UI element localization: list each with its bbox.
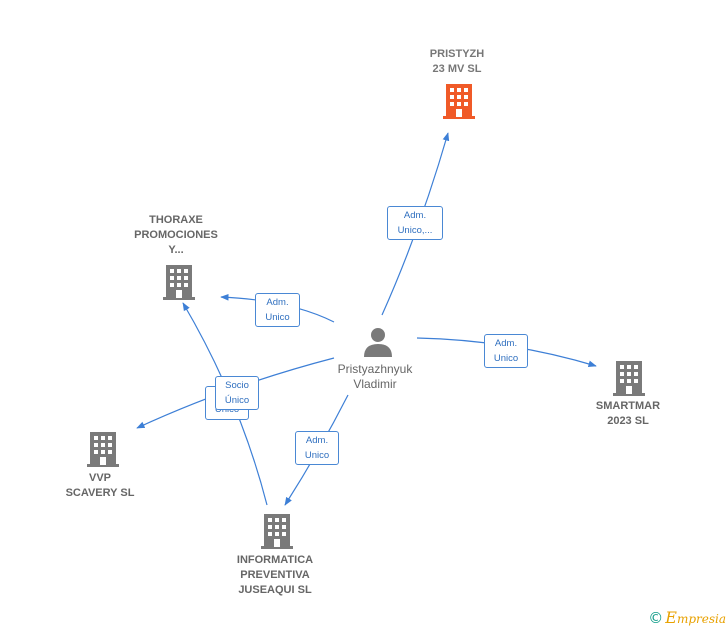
- building-icon: [163, 265, 195, 300]
- company-node-pristyzh[interactable]: [443, 83, 475, 124]
- company-label-informatica[interactable]: INFORMATICA PREVENTIVA JUSEAQUI SL: [236, 554, 314, 596]
- company-node-vvp[interactable]: [87, 431, 119, 472]
- edge-label-vvp[interactable]: Socio Único: [215, 376, 259, 410]
- company-node-informatica[interactable]: [261, 513, 293, 554]
- edge-label-smartmar[interactable]: Adm. Unico: [484, 334, 528, 368]
- person-node[interactable]: [362, 326, 394, 363]
- building-icon: [261, 514, 293, 549]
- brand-watermark: ©Empresia: [648, 608, 726, 627]
- company-node-smartmar[interactable]: [613, 360, 645, 401]
- company-label-thoraxe[interactable]: THORAXE PROMOCIONES Y...: [134, 214, 218, 256]
- edge-label-pristyzh[interactable]: Adm. Unico,...: [387, 206, 443, 240]
- company-node-thoraxe[interactable]: [163, 264, 195, 305]
- building-icon: [613, 361, 645, 396]
- brand-e: E: [665, 608, 677, 627]
- building-icon: [87, 432, 119, 467]
- building-icon: [443, 84, 475, 119]
- person-icon: [364, 328, 392, 357]
- company-label-pristyzh[interactable]: PRISTYZH 23 MV SL: [429, 48, 485, 75]
- copyright-icon: ©: [648, 609, 664, 627]
- company-label-smartmar[interactable]: SMARTMAR 2023 SL: [595, 400, 661, 427]
- brand-name: mpresia: [676, 612, 726, 626]
- company-label-vvp[interactable]: VVP SCAVERY SL: [65, 472, 135, 499]
- edge-label-informatica[interactable]: Adm. Unico: [295, 431, 339, 465]
- edge-label-thoraxe[interactable]: Adm. Unico: [255, 293, 300, 327]
- person-name[interactable]: Pristyazhnyuk Vladimir: [337, 362, 413, 391]
